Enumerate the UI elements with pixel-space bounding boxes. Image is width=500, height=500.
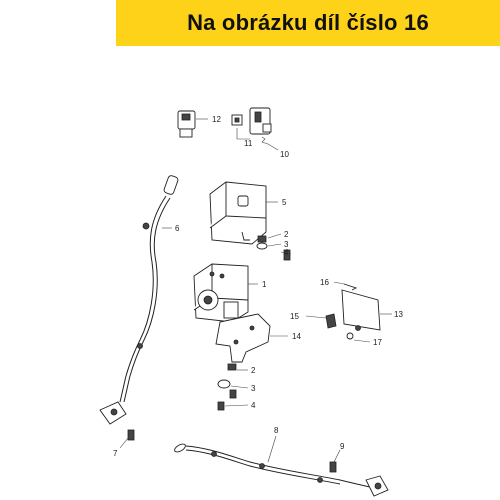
- callout-17: 17: [373, 338, 382, 347]
- callout-13: 13: [394, 310, 403, 319]
- part-2-3-4-upper-bolt[interactable]: [256, 233, 292, 261]
- part-12-connector[interactable]: [177, 110, 208, 138]
- part-13-plate[interactable]: [341, 289, 392, 331]
- callout-12: 12: [212, 115, 221, 124]
- part-11-relay[interactable]: [231, 114, 243, 126]
- part-17-bolt[interactable]: [346, 325, 371, 343]
- part-10-relay-set[interactable]: [249, 107, 272, 135]
- callout-3-lower: 3: [251, 384, 256, 393]
- callout-7: 7: [113, 449, 118, 458]
- part-15-clip[interactable]: [305, 313, 337, 329]
- callout-16: 16: [320, 278, 329, 287]
- part-6-brake-hose[interactable]: [119, 175, 179, 403]
- callout-2-upper: 2: [284, 230, 289, 239]
- callout-1: 1: [262, 280, 267, 289]
- part-2-3-4-lower-bolt[interactable]: [217, 363, 249, 411]
- part-5-cover[interactable]: [209, 181, 278, 245]
- callout-8: 8: [274, 426, 279, 435]
- part-1-hydraulic-unit[interactable]: [193, 263, 258, 323]
- callout-2-lower: 2: [251, 366, 256, 375]
- callout-9: 9: [340, 442, 345, 451]
- callout-14: 14: [292, 332, 301, 341]
- callout-15: 15: [290, 312, 299, 321]
- part-7-wheel-sensor[interactable]: [99, 401, 135, 449]
- part-9-rear-sensor[interactable]: [329, 449, 389, 497]
- callout-6: 6: [175, 224, 180, 233]
- callout-5: 5: [282, 198, 287, 207]
- callout-4-lower: 4: [251, 401, 256, 410]
- part-14-bracket[interactable]: [215, 313, 288, 363]
- title-banner: Na obrázku díl číslo 16: [116, 0, 500, 46]
- callout-3-upper: 3: [284, 240, 289, 249]
- part-16-clamp[interactable]: [333, 281, 358, 291]
- banner-title: Na obrázku díl číslo 16: [187, 10, 429, 35]
- callout-4-upper: 4: [284, 248, 289, 257]
- part-8-sensor-lead[interactable]: [173, 435, 375, 489]
- callout-10: 10: [280, 150, 289, 159]
- callout-11: 11: [244, 139, 253, 148]
